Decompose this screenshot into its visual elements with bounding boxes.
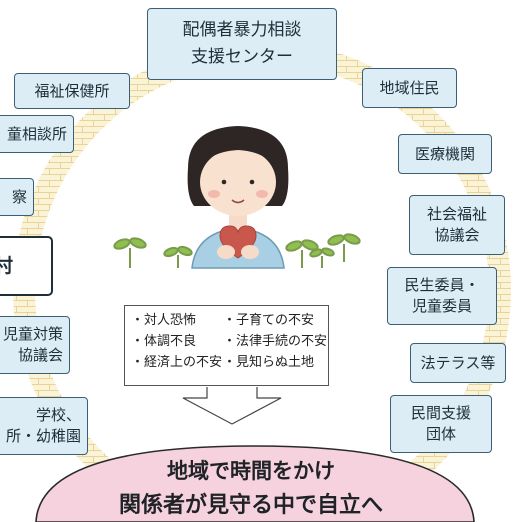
child-council-line2: 協議会 bbox=[17, 346, 63, 364]
child-council-box: 児童対策 協議会 bbox=[0, 316, 70, 374]
medical-label: 医療機関 bbox=[414, 144, 475, 163]
welfare-office-box: 福祉保健所 bbox=[14, 73, 130, 109]
medical-box: 医療機関 bbox=[398, 134, 492, 174]
social-welfare-box: 社会福祉 協議会 bbox=[409, 195, 505, 255]
private-support-line2: 団体 bbox=[425, 425, 456, 443]
dv-support-center-box: 配偶者暴力相談 支援センター bbox=[147, 8, 337, 80]
schools-line2: 所・幼稚園 bbox=[5, 427, 81, 445]
police-box: 察 bbox=[0, 178, 34, 216]
concerns-row: ・対人恐怖 ・子育ての不安 bbox=[131, 310, 328, 331]
social-welfare-line2: 協議会 bbox=[434, 226, 480, 244]
houterasu-box: 法テラス等 bbox=[410, 343, 506, 383]
private-support-box: 民間支援 団体 bbox=[390, 395, 492, 453]
dv-support-center-line1: 配偶者暴力相談 bbox=[182, 20, 302, 40]
commissioners-box: 民生委員・ 児童委員 bbox=[387, 267, 497, 325]
municipality-label: 村 bbox=[0, 254, 14, 277]
houterasu-label: 法テラス等 bbox=[420, 353, 496, 372]
concern-item: ・見知らぬ土地 bbox=[223, 355, 315, 370]
concern-item: ・経済上の不安 bbox=[131, 355, 223, 370]
schools-line1: 学校、 bbox=[35, 406, 81, 424]
child-council-line1: 児童対策 bbox=[2, 325, 63, 343]
concerns-row: ・経済上の不安・見知らぬ土地 bbox=[131, 352, 328, 373]
residents-box: 地域住民 bbox=[362, 68, 457, 108]
residents-label: 地域住民 bbox=[379, 78, 440, 97]
child-guidance-box: 童相談所 bbox=[0, 115, 74, 153]
schools-box: 学校、 所・幼稚園 bbox=[0, 397, 88, 455]
concern-item: ・子育ての不安 bbox=[223, 313, 315, 328]
woman-with-heart-illustration bbox=[187, 126, 289, 269]
commissioners-line2: 児童委員 bbox=[411, 297, 472, 315]
welfare-office-label: 福祉保健所 bbox=[34, 81, 110, 100]
goal-line1: 地域で時間をかけ bbox=[167, 459, 335, 483]
concerns-box: ・対人恐怖 ・子育ての不安 ・体調不良 ・法律手続の不安 ・経済上の不安・見知らぬ土… bbox=[124, 305, 329, 386]
private-support-line1: 民間支援 bbox=[410, 404, 471, 422]
police-label: 察 bbox=[11, 187, 27, 206]
social-welfare-line1: 社会福祉 bbox=[426, 205, 487, 223]
concern-item: ・対人恐怖 bbox=[131, 313, 197, 328]
child-guidance-label: 童相談所 bbox=[6, 124, 67, 143]
municipality-box: 村 bbox=[0, 236, 53, 296]
goal-line2: 関係者が見守る中で自立へ bbox=[118, 493, 383, 518]
concerns-row: ・体調不良 ・法律手続の不安 bbox=[131, 331, 328, 352]
down-arrow-icon bbox=[182, 387, 282, 425]
dv-support-center-line2: 支援センター bbox=[191, 47, 293, 67]
commissioners-line1: 民生委員・ bbox=[404, 276, 480, 294]
concern-item: ・体調不良 bbox=[131, 334, 197, 349]
sprout-icon bbox=[113, 233, 361, 268]
concern-item: ・法律手続の不安 bbox=[223, 334, 328, 349]
goal-ellipse bbox=[35, 445, 475, 522]
